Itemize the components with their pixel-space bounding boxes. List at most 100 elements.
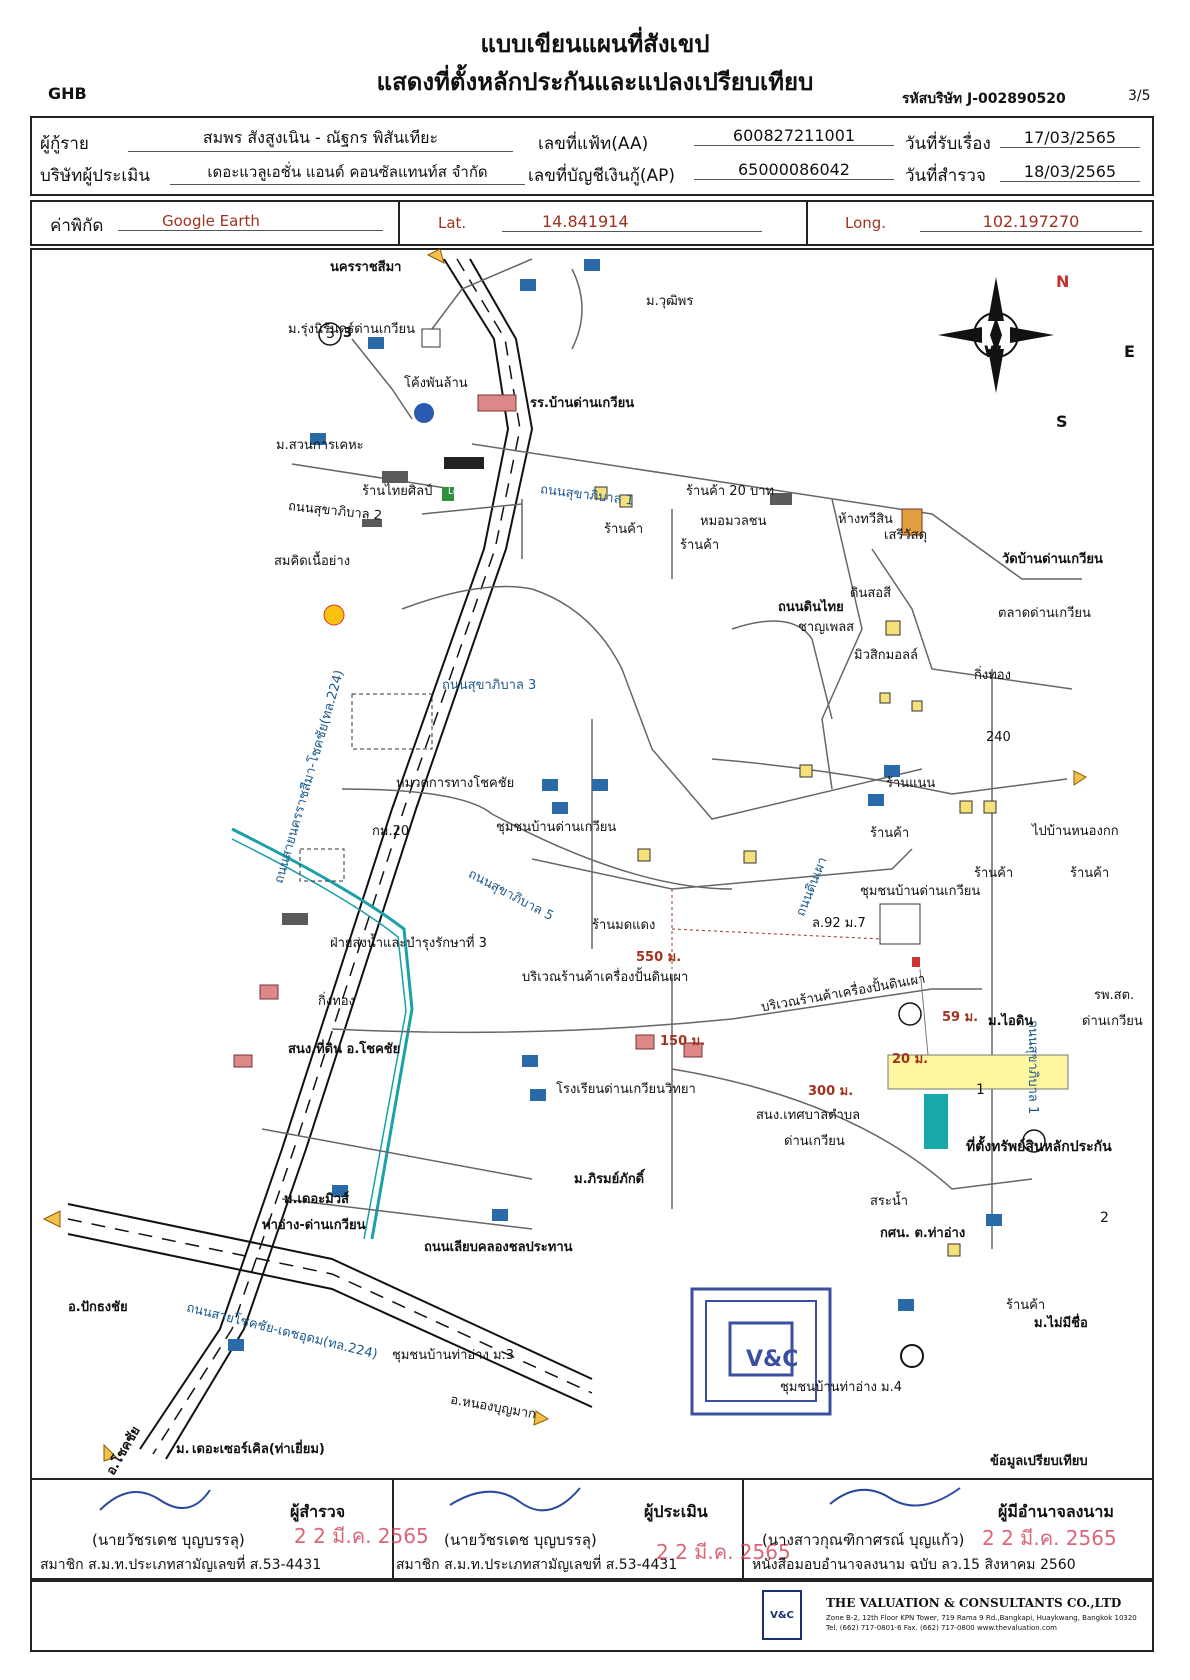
label-themiss1: ม.เดอะมิวส์ [284,1192,349,1207]
label-20: 20 ม. [892,1052,929,1067]
compass-n: N [1056,272,1070,291]
shell-icon [323,604,345,626]
marker-2-text: 2 [1100,1210,1109,1226]
compass-s: S [1056,412,1068,431]
label-kingthong2: กิ่งทอง [318,994,355,1009]
surveyor-title: ผู้สำรวจ [290,1502,346,1521]
appraiser-signature [449,1487,581,1512]
stamp-date-2: 2 2 มี.ค. 2565 [656,1540,791,1564]
sig-divider-1 [392,1478,394,1580]
signature-box [30,1478,1154,1580]
label-nakhon: นครราชสีมา [330,260,402,275]
label-pond: สระน้ำ [870,1194,909,1209]
marker-3-text: 3 [326,326,335,342]
label-community1: ชุมชนบ้านด่านเกวียน [496,820,617,835]
long-label: Long. [845,214,887,232]
footer-contact: Tel. (662) 717-0801-6 Fax. (662) 717-080… [826,1624,1057,1632]
label-landoffice: สนง.ที่ดิน อ.โชคชัย [288,1042,401,1057]
label-municipal1: สนง.เทศบาลตำบล [756,1108,861,1123]
label-shop-d: ร้านค้า [974,866,1014,881]
coords-label: ค่าพิกัด [50,216,104,236]
label-pottery1: บริเวณร้านค้าเครื่องปั้นดินเผา [522,970,689,985]
label-road3: ถนนสุขาภิบาล 3 [442,678,537,693]
title-line-2: แสดงที่ตั้งหลักประกันและแปลงเปรียบเทียบ [376,68,814,96]
label-shop-e: ร้านค้า [1070,866,1110,881]
label-twosin: ห้างทวีสิน [838,512,893,527]
label-sriwasadu: เสรีวัสดุ [884,528,928,543]
label-collateral: ที่ตั้งทรัพย์สินหลักประกัน [966,1139,1112,1155]
marker-1-text: 1 [976,1082,985,1098]
marker-3-label: 3 [343,326,353,341]
marker-3 [318,322,342,346]
arrow-pakthong [42,1210,61,1228]
appraiser-member: สมาชิก ส.ม.ท.ประเภทสามัญเลขที่ ส.53-4431 [396,1557,678,1573]
footer-box [30,1580,1154,1652]
cross-highway [67,1203,593,1408]
label-school: รร.บ้านด่านเกวียน [530,396,635,411]
label-maidin: ม.ไอดิน [988,1014,1034,1029]
label-school2: โรงเรียนด่านเกวียนวิทยา [556,1082,696,1097]
seven-eleven-icon [442,487,454,501]
fuel-icon [414,403,434,423]
label-circle-prefix: ม. [176,1442,190,1457]
borrower-value: สมพร สังสูงเนิน - ณัฐกร พิสันเทียะ [128,126,513,152]
label-tonongkok: ไปบ้านหนองกก [1032,824,1119,839]
arrow-nongbun [533,1410,550,1426]
label-l92: ล.92 ม.7 [812,916,866,931]
transport-plot [351,693,433,750]
coords-source: Google Earth [118,212,383,231]
label-themiss2: ท่าอ่าง-ด่านเกวียน [262,1218,366,1233]
label-shop-c: ร้านค้า [870,826,910,841]
marker-1 [898,1002,922,1026]
label-noname: ม.ไม่มีชื่อ [1034,1316,1088,1331]
ghb-label: GHB [48,84,87,103]
info-box [30,116,1154,196]
appraiser-label: บริษัทผู้ประเมิน [40,166,150,186]
label-chanpleng: ชาญเพลส [798,620,855,635]
label-300: 300 ม. [808,1084,854,1099]
survey-label: วันที่สำรวจ [905,166,986,186]
label-shopnaen: ร้านแนน [886,776,936,791]
lotus-icon [444,457,484,469]
collateral-callout [887,1054,1069,1090]
compass-e: E [1124,342,1135,361]
lat-label: Lat. [438,214,467,232]
label-rph2: ด่านเกวียน [1082,1014,1143,1029]
highway-road [139,258,534,1460]
house-icons [228,259,1002,1351]
label-thaisilp: ร้านไทยศิลป์ [362,484,433,499]
office-icons [233,394,923,1068]
local-roads [261,258,1082,1249]
lat-value: 14.841914 [502,212,762,232]
label-550: 550 ม. [636,950,682,965]
company-code: รหัสบริษัท J-002890520 [902,91,1066,107]
label-irrigation: ฝ่ายส่งน้ำและบำรุงรักษาที่ 3 [330,936,487,951]
company-stamp [690,1287,832,1416]
signer-title: ผู้มีอำนาจลงนาม [998,1502,1114,1521]
label-market: ตลาดด่านเกวียน [998,606,1091,621]
label-wat: วัดบ้านด่านเกวียน [1002,552,1103,567]
label-vutiporn: ม.วุฒิพร [646,294,694,309]
appraiser-value: เดอะแวลูเอชั่น แอนด์ คอนซัลแทนท์ส จำกัด [170,160,525,185]
sig-divider-2 [742,1478,744,1580]
account-value: 65000086042 [694,160,894,180]
compass-w: W [984,342,1002,361]
account-label: เลขที่บัญชีเงินกู้(AP) [528,166,676,186]
page-number: 3/5 [1128,88,1151,104]
title-line-1: แบบเขียนแผนที่สังเขป [480,30,710,58]
label-shop20: ร้านค้า 20 บาท [686,484,775,499]
survey-value: 18/03/2565 [1000,162,1140,182]
footer-address: Zone B-2, 12th Floor KPN Tower, 719 Rama… [826,1614,1137,1622]
label-150: 150 ม. [660,1034,706,1049]
arrow-chokchai [103,1443,117,1462]
marker-2 [1022,1129,1046,1153]
label-canalroad: ถนนเลียบคลองชลประทาน [424,1240,573,1255]
label-musicmall: มิวสิกมอลล์ [854,648,918,663]
signer-doc: หนังสือมอบอำนาจลงนาม ฉบับ ลว.15 สิงหาคม … [752,1557,1076,1573]
label-shop-b: ร้านค้า [680,538,720,553]
canal [231,827,414,1240]
footer-company: THE VALUATION & CONSULTANTS CO.,LTD [826,1596,1122,1610]
signer-signature [829,1487,961,1507]
label-59: 59 ม. [942,1010,979,1025]
label-shop-f: ร้านค้า [1006,1298,1046,1313]
